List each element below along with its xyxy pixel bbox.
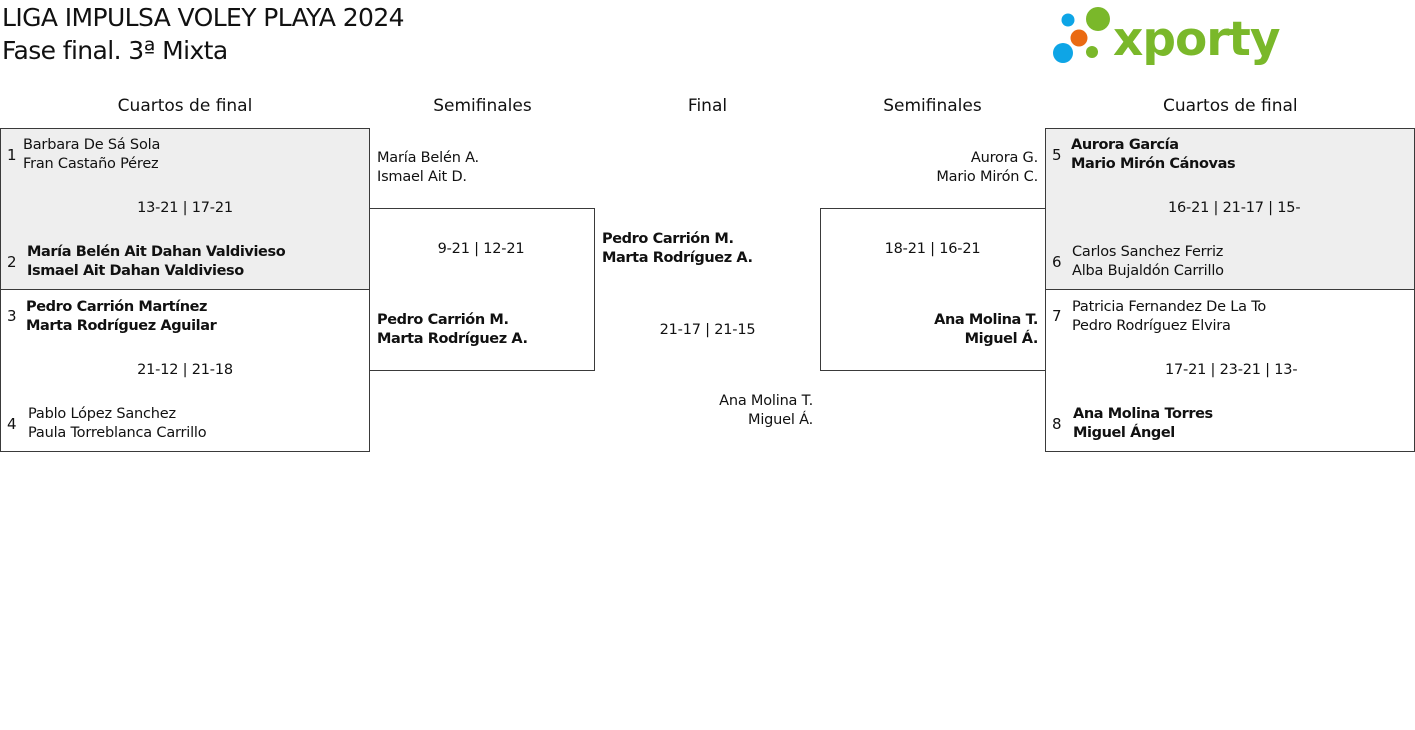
team-name-winner: María Belén Ait Dahan Valdivieso (27, 244, 286, 260)
match-score: 18-21 | 16-21 (884, 241, 981, 257)
team-name: Paula Torreblanca Carrillo (28, 425, 207, 441)
match-box-quarter-left-1 (0, 128, 370, 290)
team-name-winner: Marta Rodríguez A. (377, 331, 528, 347)
seed-number: 6 (1052, 253, 1062, 271)
match-score: 13-21 | 17-21 (137, 200, 233, 216)
team-name-winner: Ana Molina Torres (1073, 406, 1213, 422)
page-title: LIGA IMPULSA VOLEY PLAYA 2024 (2, 3, 405, 32)
column-header-final: Final (687, 96, 728, 116)
team-name: Pedro Rodríguez Elvira (1072, 318, 1231, 334)
match-score: 16-21 | 21-17 | 15- (1168, 200, 1301, 216)
logo-wordmark: xporty (1113, 12, 1280, 67)
column-header-left-quarters: Cuartos de final (117, 96, 253, 116)
seed-number: 4 (7, 415, 17, 433)
match-score: 9-21 | 12-21 (437, 241, 525, 257)
page-subtitle: Fase final. 3ª Mixta (2, 36, 228, 65)
team-name: Barbara De Sá Sola (23, 137, 161, 153)
team-name: Alba Bujaldón Carrillo (1072, 263, 1224, 279)
xporty-logo-icon: xporty (1053, 7, 1281, 67)
column-header-right-semis: Semifinales (883, 96, 982, 116)
team-name-winner: Miguel Á. (964, 331, 1039, 347)
team-name: Carlos Sanchez Ferriz (1072, 244, 1224, 260)
team-name: María Belén A. (377, 150, 479, 166)
team-name-winner: Ana Molina T. (934, 312, 1038, 328)
team-name: Fran Castaño Pérez (23, 156, 159, 172)
team-name-winner: Aurora García (1071, 137, 1179, 153)
match-score: 21-12 | 21-18 (137, 362, 233, 378)
team-name-winner: Marta Rodríguez Aguilar (26, 318, 217, 334)
match-score-final: 21-17 | 21-15 (659, 322, 756, 338)
match-score: 17-21 | 23-21 | 13- (1165, 362, 1298, 378)
team-name-winner: Pedro Carrión Martínez (26, 299, 208, 315)
team-name-winner: Mario Mirón Cánovas (1071, 156, 1236, 172)
team-name: Pablo López Sanchez (28, 406, 176, 422)
seed-number: 7 (1052, 307, 1062, 325)
team-name-winner: Ismael Ait Dahan Valdivieso (27, 263, 244, 279)
seed-number: 8 (1052, 415, 1062, 433)
column-header-left-semis: Semifinales (433, 96, 532, 116)
seed-number: 5 (1052, 146, 1062, 164)
team-name: Ana Molina T. (719, 393, 813, 409)
team-name-winner: Miguel Ángel (1073, 425, 1175, 441)
team-name: Patricia Fernandez De La To (1072, 299, 1267, 315)
seed-number: 1 (7, 146, 17, 164)
seed-number: 2 (7, 253, 17, 271)
team-name: Miguel Á. (748, 412, 813, 428)
team-name: Aurora G. (970, 150, 1038, 166)
team-name-winner: Pedro Carrión M. (377, 312, 509, 328)
team-name-winner: Marta Rodríguez A. (602, 250, 753, 266)
team-name: Ismael Ait D. (377, 169, 467, 185)
team-name-winner: Pedro Carrión M. (602, 231, 734, 247)
column-header-right-quarters: Cuartos de final (1163, 96, 1298, 116)
team-name: Mario Mirón C. (936, 169, 1038, 185)
seed-number: 3 (7, 307, 17, 325)
right-quarters-clip: 5 Aurora García Mario Mirón Cánovas 16-2… (1045, 128, 1415, 452)
match-box-quarter-right-1 (1045, 128, 1415, 290)
xporty-logo[interactable]: xporty (1050, 2, 1281, 68)
match-box-semi-left (369, 208, 595, 371)
